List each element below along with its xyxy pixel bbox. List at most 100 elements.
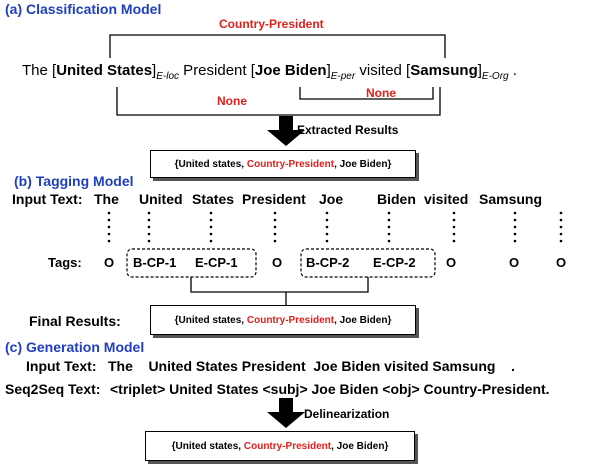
dot bbox=[559, 232, 563, 236]
bracket-close-2: ] bbox=[326, 62, 331, 79]
dot bbox=[325, 211, 329, 215]
dot bbox=[273, 211, 277, 215]
dot bbox=[107, 232, 111, 236]
none-bracket-left bbox=[116, 87, 441, 116]
entity-united-states: United States bbox=[56, 62, 153, 79]
dot bbox=[325, 232, 329, 236]
entity-type-org: E-Org bbox=[481, 71, 509, 82]
entity-samsung: Samsung bbox=[410, 62, 478, 79]
dot bbox=[513, 225, 517, 229]
result-relation: Country-President bbox=[246, 314, 335, 326]
bracket-close-3: ] bbox=[477, 62, 482, 79]
arrow-label-extracted: Extracted Results bbox=[297, 123, 399, 137]
dot bbox=[147, 225, 151, 229]
generation-input-label: Input Text: bbox=[26, 358, 97, 374]
sentence-president: President [ bbox=[179, 62, 255, 79]
dot bbox=[209, 211, 213, 215]
token-joe: Joe bbox=[319, 191, 344, 207]
classification-title: (a) Classification Model bbox=[5, 1, 162, 17]
tag-6: O bbox=[446, 255, 457, 270]
tag-5: E-CP-2 bbox=[373, 255, 416, 270]
result-box-tagging: {United states, Country-President, Joe B… bbox=[150, 305, 416, 335]
dot bbox=[452, 232, 456, 236]
result-relation: Country-President bbox=[246, 158, 335, 170]
tag-group-2 bbox=[300, 248, 436, 278]
tag-0: O bbox=[104, 255, 115, 270]
dot bbox=[559, 225, 563, 229]
dot bbox=[107, 239, 111, 243]
result-box-classification: {United states, Country-President, Joe B… bbox=[150, 150, 416, 178]
dot bbox=[452, 239, 456, 243]
dot bbox=[147, 211, 151, 215]
dot bbox=[559, 239, 563, 243]
dot bbox=[107, 218, 111, 222]
dot bbox=[387, 211, 391, 215]
result-relation: Country-President bbox=[243, 440, 332, 452]
sentence-period: . bbox=[508, 62, 517, 79]
token-united: United bbox=[139, 191, 183, 207]
dot bbox=[325, 225, 329, 229]
dot bbox=[387, 239, 391, 243]
result-close: , Joe Biden} bbox=[331, 440, 389, 452]
tags-label: Tags: bbox=[48, 255, 82, 270]
tag-7: O bbox=[509, 255, 520, 270]
tagging-input-label: Input Text: bbox=[12, 191, 83, 207]
none-label-left: None bbox=[217, 94, 247, 108]
dot bbox=[209, 232, 213, 236]
relation-bracket-top bbox=[109, 34, 446, 58]
merge-bracket bbox=[190, 277, 369, 293]
dot bbox=[387, 218, 391, 222]
dot bbox=[513, 232, 517, 236]
seq2seq-text: <triplet> United States <subj> Joe Biden… bbox=[110, 381, 550, 397]
dot bbox=[559, 211, 563, 215]
token-biden: Biden bbox=[377, 191, 416, 207]
arrow-label-delinearization: Delinearization bbox=[304, 407, 390, 421]
dot bbox=[273, 239, 277, 243]
relation-label-top: Country-President bbox=[219, 17, 324, 31]
dot bbox=[513, 239, 517, 243]
entity-joe-biden: Joe Biden bbox=[254, 62, 327, 79]
none-bracket-right bbox=[299, 87, 434, 100]
bracket-close-1: ] bbox=[152, 62, 157, 79]
dot bbox=[325, 218, 329, 222]
tag-3: O bbox=[272, 255, 283, 270]
dot bbox=[107, 225, 111, 229]
result-open: {United states, bbox=[174, 158, 245, 170]
result-open: {United states, bbox=[174, 314, 245, 326]
result-close: , Joe Biden} bbox=[334, 314, 392, 326]
generation-input-text: The United States President Joe Biden vi… bbox=[108, 358, 515, 374]
dot bbox=[107, 211, 111, 215]
dot bbox=[387, 225, 391, 229]
token-states: States bbox=[192, 191, 235, 207]
token-samsung: Samsung bbox=[479, 191, 543, 207]
dot bbox=[209, 225, 213, 229]
dot bbox=[147, 232, 151, 236]
token-the: The bbox=[94, 191, 119, 207]
dot bbox=[147, 239, 151, 243]
final-results-label: Final Results: bbox=[29, 313, 121, 329]
dot bbox=[209, 218, 213, 222]
tagging-title: (b) Tagging Model bbox=[14, 173, 134, 189]
tag-8: O bbox=[556, 255, 567, 270]
classification-sentence: The [United States]E-loc President [Joe … bbox=[22, 62, 517, 82]
dot bbox=[513, 218, 517, 222]
seq2seq-label: Seq2Seq Text: bbox=[5, 381, 101, 397]
dot bbox=[147, 218, 151, 222]
token-tag-dots bbox=[107, 211, 563, 243]
dot bbox=[452, 211, 456, 215]
tag-2: E-CP-1 bbox=[195, 255, 238, 270]
dot bbox=[513, 211, 517, 215]
tag-1: B-CP-1 bbox=[133, 255, 177, 270]
dot bbox=[273, 225, 277, 229]
dot bbox=[273, 232, 277, 236]
dot bbox=[325, 239, 329, 243]
result-open: {United states, bbox=[171, 440, 242, 452]
arrow-extracted bbox=[267, 116, 305, 146]
sentence-the: The [ bbox=[22, 62, 57, 79]
tag-4: B-CP-2 bbox=[306, 255, 350, 270]
generation-title: (c) Generation Model bbox=[5, 339, 145, 355]
dot bbox=[559, 218, 563, 222]
result-close: , Joe Biden} bbox=[334, 158, 392, 170]
dot bbox=[273, 218, 277, 222]
